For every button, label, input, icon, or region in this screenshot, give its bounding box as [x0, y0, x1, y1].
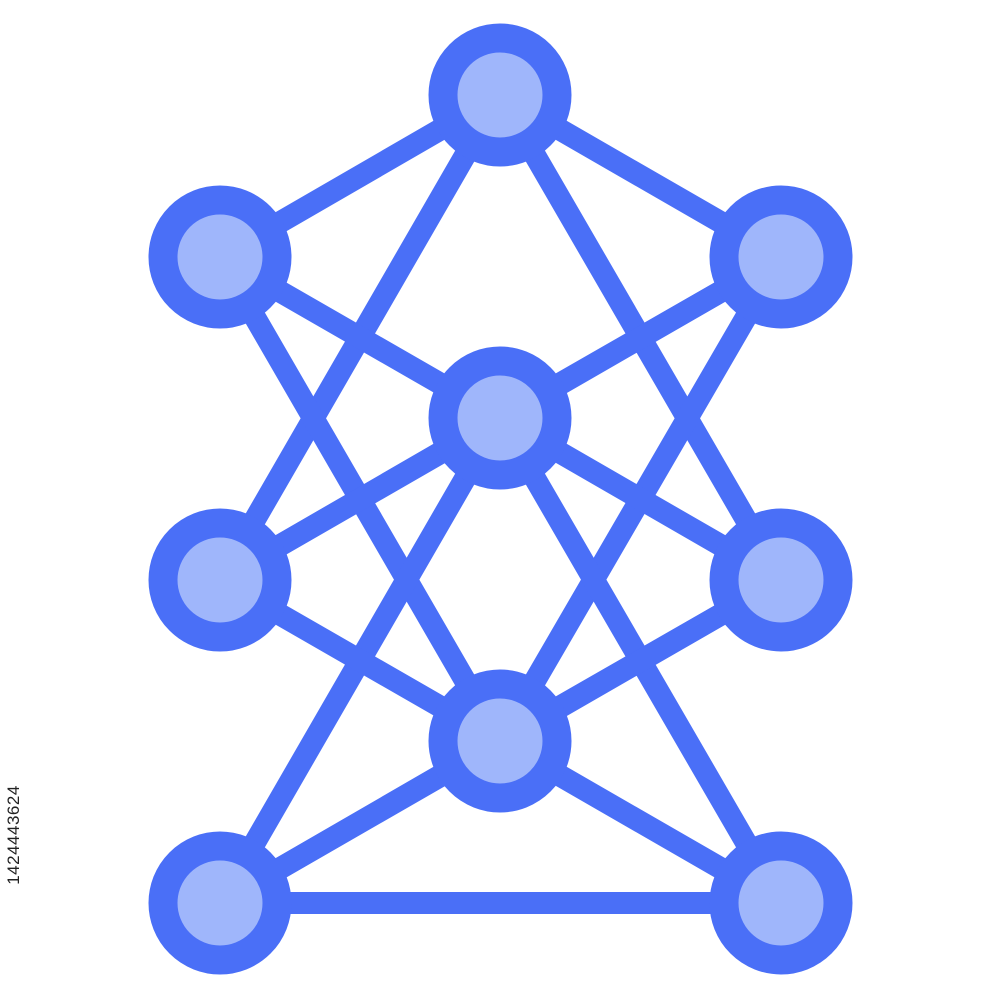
nodes-layer	[148, 23, 853, 975]
node-bottom-left	[148, 831, 292, 975]
node-lower-center	[428, 669, 572, 813]
node-bottom-right	[709, 831, 853, 975]
node-middle-right	[709, 508, 853, 652]
node-upper-right	[709, 185, 853, 329]
node-top	[428, 23, 572, 167]
node-middle-left	[148, 508, 292, 652]
node-center	[428, 346, 572, 490]
stock-id-watermark: 1424443624	[2, 750, 26, 920]
stock-id-text: 1424443624	[4, 785, 24, 885]
node-upper-left	[148, 185, 292, 329]
